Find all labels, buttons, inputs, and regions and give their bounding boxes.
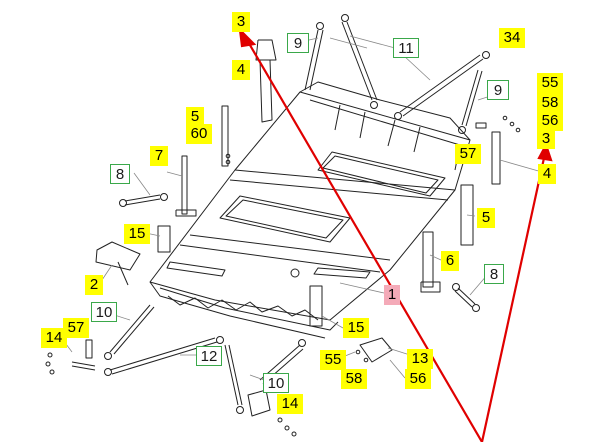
- callout-56-right: 56: [537, 111, 563, 131]
- red-arrow-icon: [246, 39, 483, 442]
- callout-1: 1: [384, 285, 400, 305]
- callout-4-right: 4: [538, 164, 556, 184]
- callout-34: 34: [499, 28, 525, 48]
- callout-15-right: 15: [343, 318, 369, 338]
- callout-55-right: 55: [537, 73, 563, 93]
- callout-10-bottom: 10: [263, 373, 289, 393]
- callout-11: 11: [393, 38, 419, 58]
- callout-60: 60: [186, 124, 212, 144]
- callout-3-top-left: 3: [232, 12, 250, 32]
- callout-56-bottom: 56: [405, 369, 431, 389]
- callout-58-right: 58: [537, 93, 563, 113]
- frame-opening-rear: [317, 151, 446, 197]
- callout-57-right: 57: [455, 144, 481, 164]
- callout-58-bottom: 58: [341, 369, 367, 389]
- callout-3-right: 3: [537, 129, 555, 149]
- callout-9-top: 9: [287, 33, 309, 53]
- callout-4-top-left: 4: [232, 60, 250, 80]
- callout-15-left: 15: [124, 224, 150, 244]
- callout-14-bottom: 14: [277, 394, 303, 414]
- callout-5-right: 5: [477, 208, 495, 228]
- callout-55-bottom: 55: [320, 350, 346, 370]
- callout-5-upper-left: 5: [186, 107, 204, 127]
- callout-13: 13: [407, 349, 433, 369]
- callout-8-left: 8: [110, 164, 130, 184]
- callout-9-right: 9: [487, 80, 509, 100]
- callout-7: 7: [150, 146, 168, 166]
- callout-12: 12: [196, 346, 222, 366]
- callout-2: 2: [85, 275, 103, 295]
- callout-10-left: 10: [91, 302, 117, 322]
- callout-8-right: 8: [484, 264, 504, 284]
- callout-57-left: 57: [63, 318, 89, 338]
- callout-14-left: 14: [41, 328, 67, 348]
- red-arrow-icon: [480, 157, 546, 442]
- callout-6: 6: [441, 251, 459, 271]
